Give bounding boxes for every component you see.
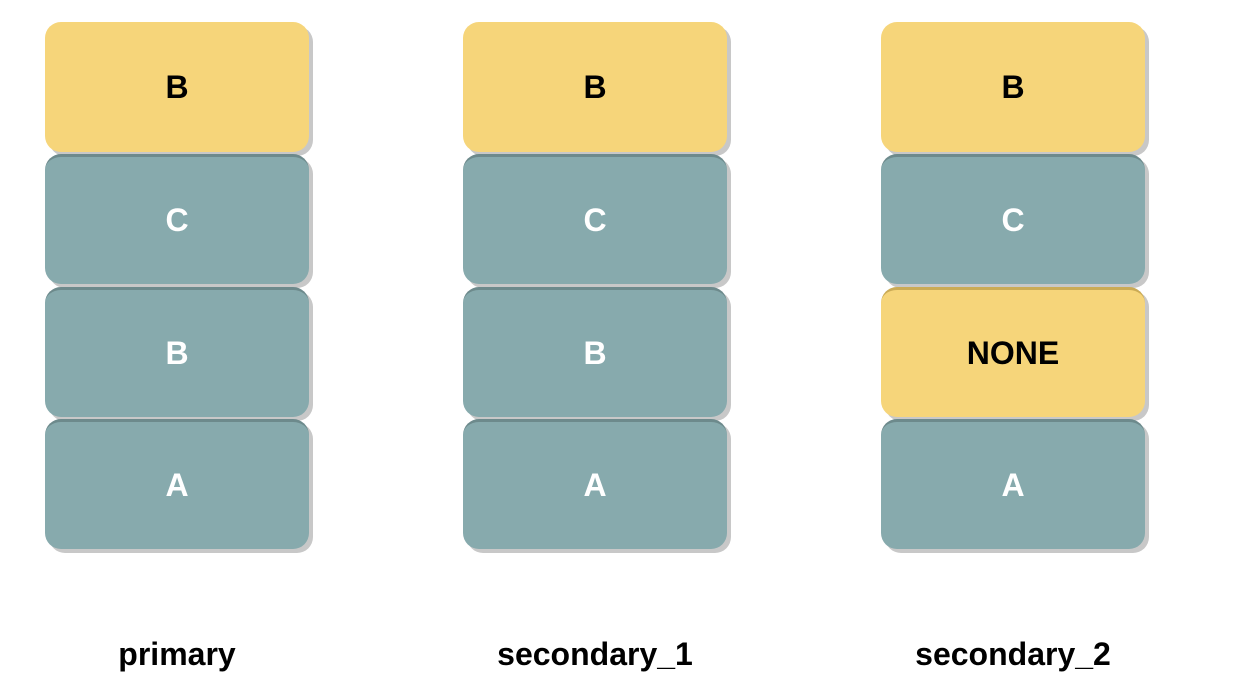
- stack-block: A: [881, 419, 1145, 549]
- stack-block: C: [881, 154, 1145, 284]
- stack-label-secondary-1: secondary_1: [497, 636, 693, 672]
- stack-block: B: [45, 22, 309, 152]
- stack-block: B: [463, 287, 727, 417]
- stack-block: B: [463, 22, 727, 152]
- stack-block: C: [45, 154, 309, 284]
- stack-label-secondary-2: secondary_2: [915, 636, 1111, 672]
- stack-block: C: [463, 154, 727, 284]
- stack-block: B: [881, 22, 1145, 152]
- stack-label-primary: primary: [118, 636, 236, 672]
- stack-block: A: [463, 419, 727, 549]
- stack-block: A: [45, 419, 309, 549]
- stack-block: NONE: [881, 287, 1145, 417]
- stack-block: B: [45, 287, 309, 417]
